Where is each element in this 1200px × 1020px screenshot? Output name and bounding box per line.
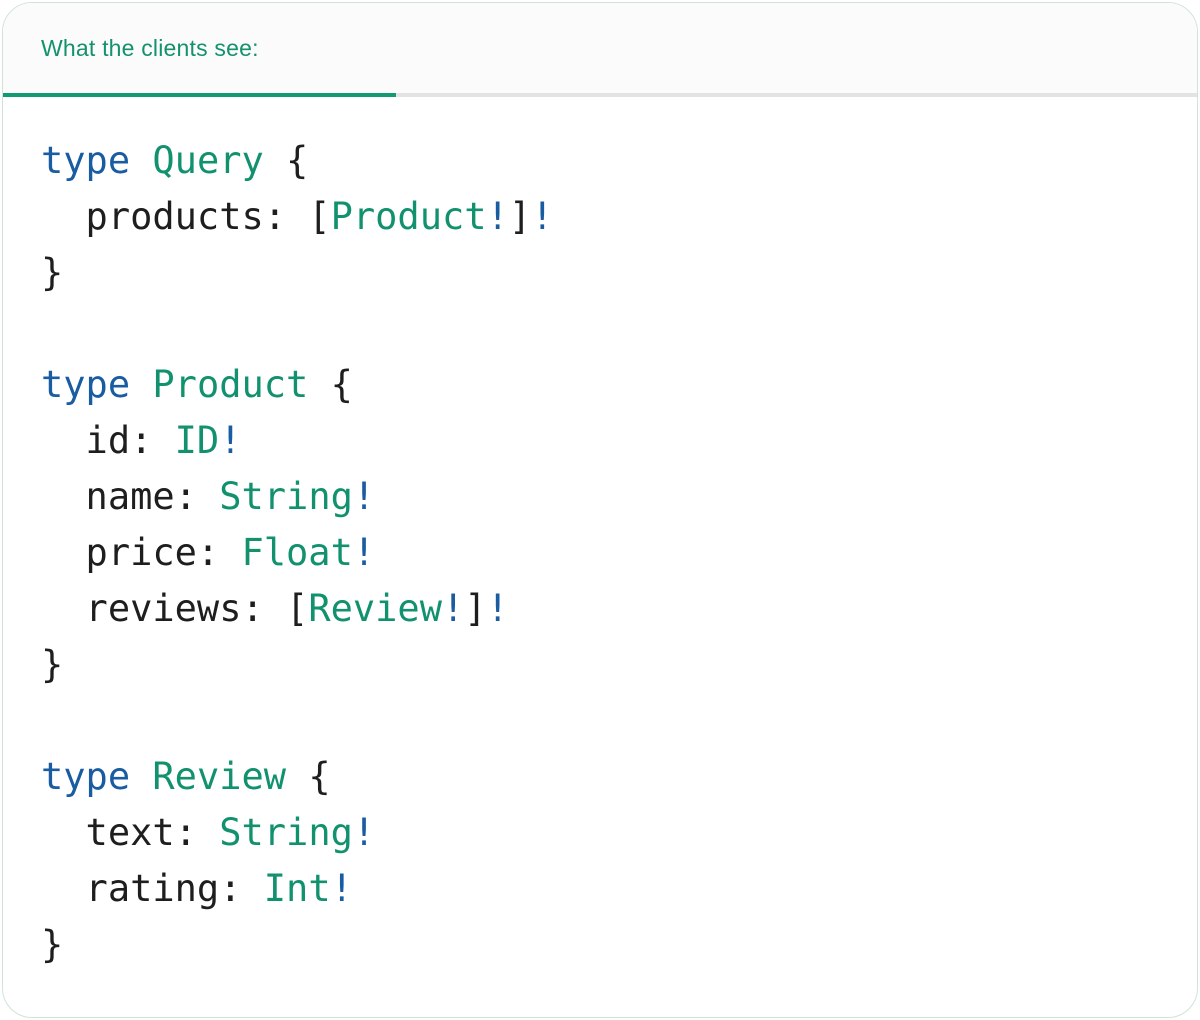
code-token-typename: Product	[152, 363, 309, 406]
panel-tab-bar: What the clients see:	[3, 3, 1197, 97]
code-line: }	[41, 245, 1167, 301]
code-token-plain: price:	[41, 531, 242, 574]
code-token-plain: reviews: [	[41, 587, 309, 630]
code-token-bang: !	[330, 867, 353, 910]
code-line: type Query {	[41, 133, 1167, 189]
code-token-plain: rating:	[41, 867, 264, 910]
code-token-plain: name:	[41, 475, 220, 518]
code-line: type Product {	[41, 357, 1167, 413]
code-token-typename: Product	[330, 195, 487, 238]
code-token-bang: !	[352, 531, 376, 574]
code-token-plain: }	[41, 643, 64, 686]
code-token-plain: }	[41, 251, 64, 294]
code-token-plain	[130, 755, 152, 798]
code-line: type Review {	[41, 749, 1167, 805]
code-token-typename: String	[219, 475, 353, 518]
code-token-plain: }	[41, 923, 64, 966]
code-token-plain: ]	[508, 195, 532, 238]
code-token-typename: Review	[308, 587, 442, 630]
code-line: reviews: [Review!]!	[41, 581, 1167, 637]
code-token-typename: Review	[152, 755, 287, 798]
code-token-plain	[130, 139, 152, 182]
code-token-keyword: type	[41, 363, 131, 406]
code-token-bang: !	[441, 587, 465, 630]
code-token-typename: Query	[152, 139, 264, 182]
code-line: text: String!	[41, 805, 1167, 861]
code-token-keyword: type	[41, 755, 131, 798]
code-line: id: ID!	[41, 413, 1167, 469]
code-token-bang: !	[219, 419, 242, 462]
tab-label: What the clients see:	[41, 34, 259, 61]
code-token-plain: {	[286, 755, 331, 798]
code-token-plain: text:	[41, 811, 220, 854]
code-token-keyword: type	[41, 139, 131, 182]
tab-what-clients-see[interactable]: What the clients see:	[3, 3, 1197, 93]
code-line: name: String!	[41, 469, 1167, 525]
code-token-bang: !	[352, 811, 376, 854]
code-line: products: [Product!]!	[41, 189, 1167, 245]
active-tab-underline	[3, 93, 396, 97]
code-token-typename: Int	[263, 867, 331, 910]
code-line: rating: Int!	[41, 861, 1167, 917]
code-token-typename: ID	[174, 419, 220, 462]
code-token-plain: {	[308, 363, 353, 406]
code-token-plain: {	[263, 139, 309, 182]
code-line	[41, 301, 1167, 357]
code-line: }	[41, 917, 1167, 973]
code-line: price: Float!	[41, 525, 1167, 581]
code-token-bang: !	[531, 195, 554, 238]
code-token-plain: id:	[41, 419, 175, 462]
code-token-bang: !	[486, 587, 509, 630]
code-token-typename: String	[219, 811, 353, 854]
code-line: }	[41, 637, 1167, 693]
code-token-bang: !	[352, 475, 376, 518]
code-token-plain: products: [	[41, 195, 331, 238]
code-line	[41, 693, 1167, 749]
code-token-typename: Float	[241, 531, 353, 574]
graphql-schema-code: type Query { products: [Product!]!} type…	[3, 97, 1197, 973]
code-token-plain	[130, 363, 152, 406]
code-token-bang: !	[486, 195, 509, 238]
code-token-plain: ]	[464, 587, 487, 630]
